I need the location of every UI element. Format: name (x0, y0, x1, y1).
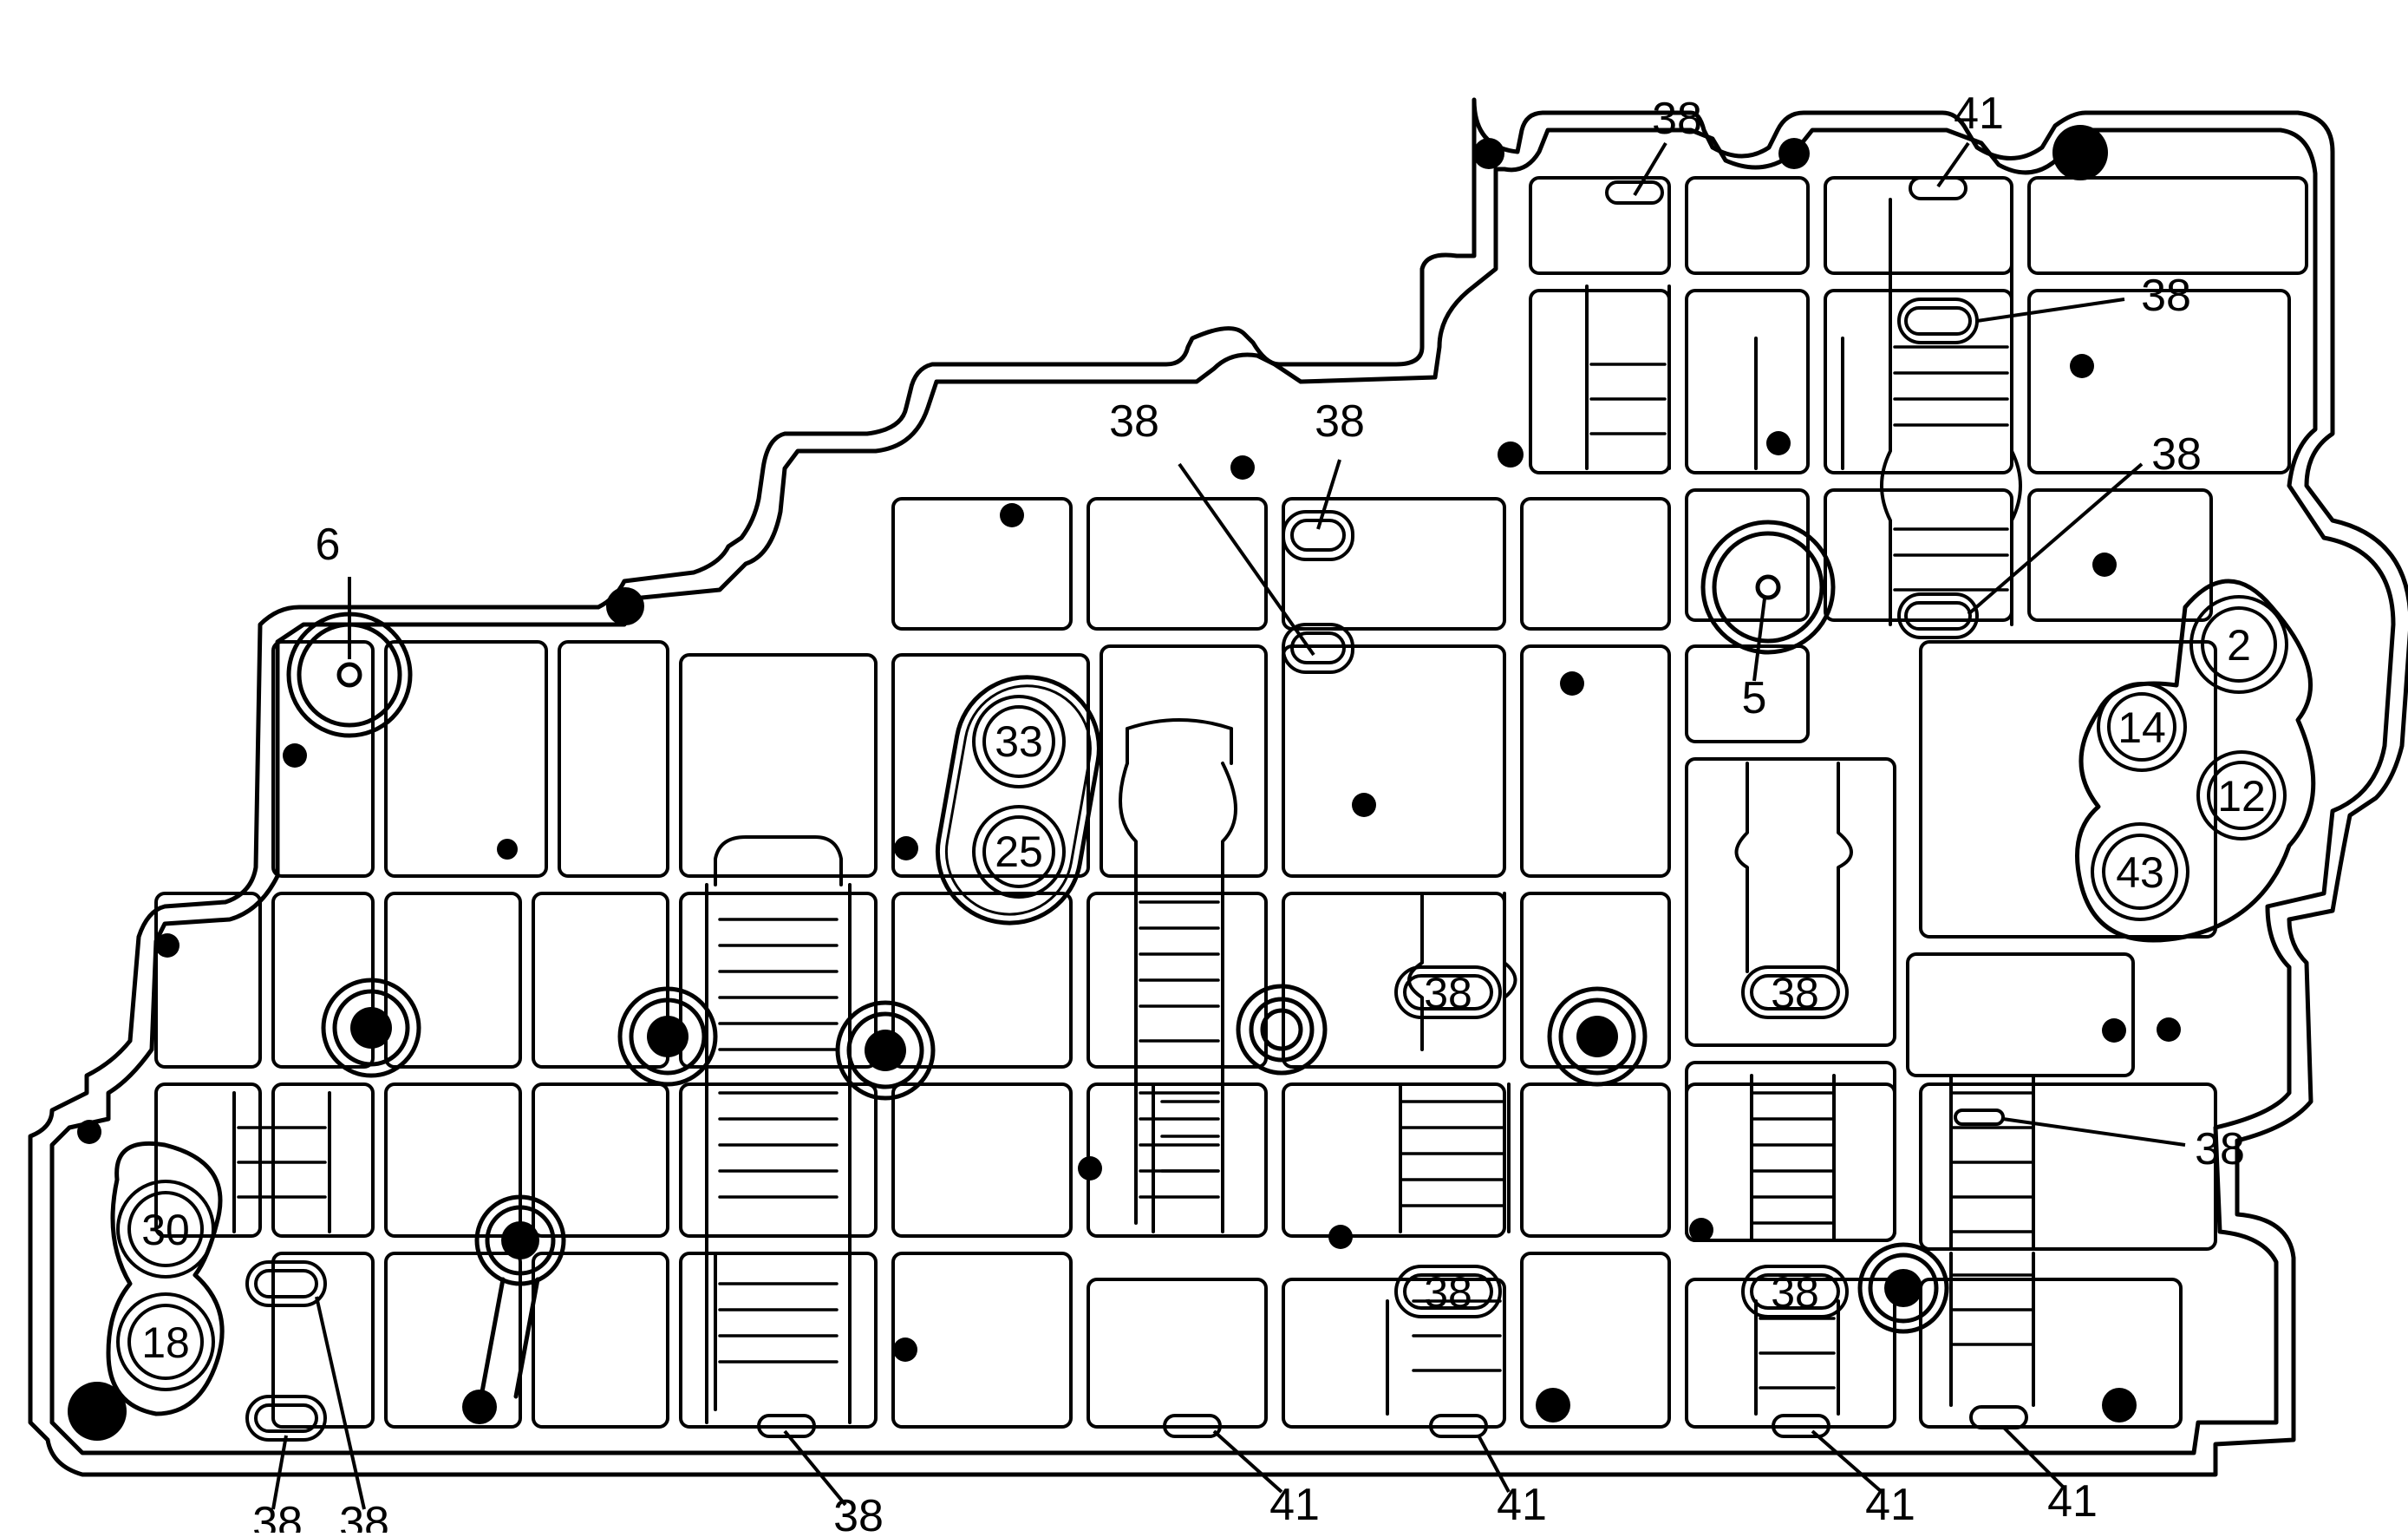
port-number-38: 38 (1424, 1268, 1472, 1317)
port-number-18: 18 (141, 1318, 190, 1367)
callout-labels: 38 41 38 38 38 38 6 5 38 38 38 38 41 41 … (252, 88, 2245, 1537)
plate-outline (28, 97, 2408, 1477)
spool-bores (232, 198, 2035, 1424)
port-number-38: 38 (1771, 969, 1819, 1017)
callout-38: 38 (833, 1491, 884, 1533)
callout-38: 38 (339, 1498, 389, 1533)
port-number-43: 43 (2116, 848, 2164, 897)
callout-38: 38 (1315, 396, 1365, 447)
port-number-2: 2 (2227, 621, 2251, 670)
port-number-12: 12 (2217, 772, 2266, 821)
callout-6: 6 (316, 520, 341, 570)
callout-41: 41 (1269, 1480, 1320, 1530)
callout-38: 38 (2195, 1124, 2245, 1174)
callout-41: 41 (1954, 88, 2004, 139)
numbered-rings (116, 595, 2288, 1391)
ring-bosses (286, 520, 1949, 1399)
callout-38: 38 (1109, 396, 1159, 447)
callout-38: 38 (2151, 429, 2202, 480)
port-oval-33-25 (935, 675, 1101, 925)
plate-inner-outline (49, 128, 2396, 1455)
port-cluster-right (2075, 579, 2316, 943)
bolt-holes (68, 125, 2181, 1441)
port-pair-30-18 (106, 1141, 225, 1416)
callout-41: 41 (1865, 1480, 1915, 1530)
callout-41: 41 (1497, 1480, 1547, 1530)
callout-38: 38 (2141, 271, 2191, 321)
port-number-38: 38 (1771, 1268, 1819, 1317)
callout-38: 38 (1652, 94, 1702, 144)
circled-number-labels: 33 25 2 14 12 43 30 18 38 38 38 38 (141, 621, 2266, 1367)
port-number-14: 14 (2118, 703, 2166, 752)
callout-41: 41 (2047, 1476, 2098, 1527)
callout-5: 5 (1742, 673, 1767, 723)
port-number-38: 38 (1424, 969, 1472, 1017)
callout-38: 38 (252, 1498, 303, 1533)
port-number-25: 25 (995, 827, 1043, 876)
spool-ribs (237, 345, 2035, 1390)
port-number-33: 33 (995, 717, 1043, 766)
port-number-30: 30 (141, 1206, 190, 1254)
slot-ports (245, 176, 2028, 1442)
leader-lines (271, 141, 2186, 1510)
